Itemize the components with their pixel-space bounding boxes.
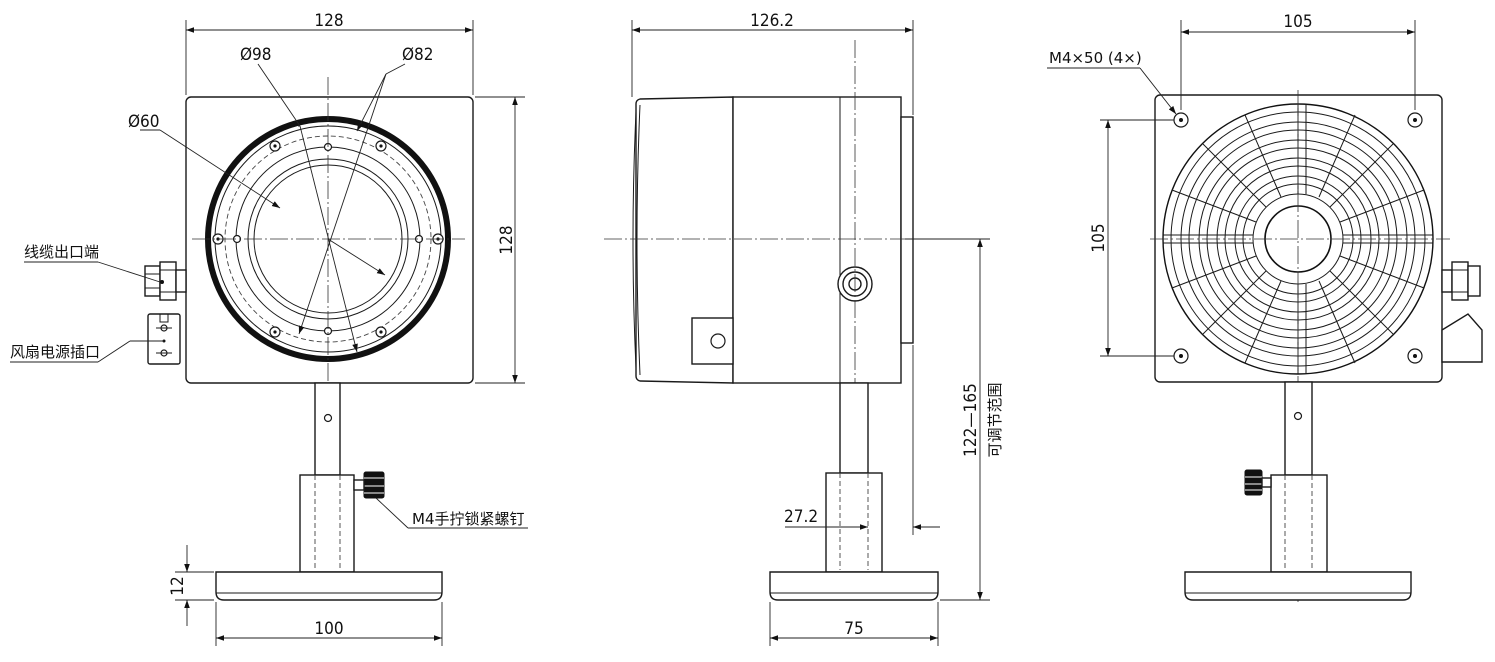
adjust-range-dim: 122—165 (961, 383, 981, 457)
rear-post (1284, 381, 1313, 476)
front-thumbscrew (353, 471, 385, 499)
side-base (769, 571, 939, 601)
rear-width-dim: 105 (1283, 12, 1312, 32)
base-thickness-dim: 12 (168, 576, 188, 595)
front-base (215, 571, 443, 601)
side-clip (691, 317, 734, 365)
rear-view: 105 M4×50 (4×) 105 (1047, 12, 1483, 605)
front-width-dim: 128 (314, 11, 343, 31)
front-height-dim: 128 (497, 225, 517, 254)
fan-socket-label: 风扇电源插口 (10, 343, 100, 361)
front-ring-dia-dim: Ø82 (402, 45, 434, 65)
front-view: 128 Ø98 Ø82 Ø60 128 (10, 11, 528, 646)
front-inner-dia-dim: Ø60 (128, 112, 160, 132)
side-post-holder (825, 472, 883, 573)
thumbscrew-label: M4手拧锁紧螺钉 (412, 510, 525, 528)
rear-height-dim: 105 (1089, 223, 1109, 252)
side-base-width-dim: 75 (844, 619, 863, 639)
side-depth-dim: 126.2 (750, 11, 794, 31)
side-front-cover (635, 96, 734, 384)
rear-cable-gland (1441, 261, 1481, 301)
rear-post-holder (1270, 474, 1328, 573)
rear-thumbscrew (1244, 469, 1272, 496)
front-cable-gland (144, 261, 187, 301)
side-fan-plate (900, 116, 914, 344)
front-outer-dia-dim: Ø98 (240, 45, 272, 65)
front-fan-socket (147, 313, 181, 365)
cable-outlet-label: 线缆出口端 (24, 243, 99, 261)
front-base-width-dim: 100 (314, 619, 343, 639)
rear-base (1184, 571, 1412, 601)
front-post (314, 382, 341, 476)
rear-fan-socket (1441, 313, 1483, 363)
side-body (732, 96, 902, 384)
post-offset-dim: 27.2 (784, 507, 818, 527)
rear-screw-label: M4×50 (4×) (1049, 49, 1142, 67)
side-view: 126.2 122—165 可调节范围 27.2 75 (604, 11, 1004, 646)
side-post (839, 382, 869, 474)
front-post-holder (299, 474, 355, 573)
adjust-range-label: 可调节范围 (986, 382, 1004, 457)
rear-screws (1173, 112, 1423, 364)
